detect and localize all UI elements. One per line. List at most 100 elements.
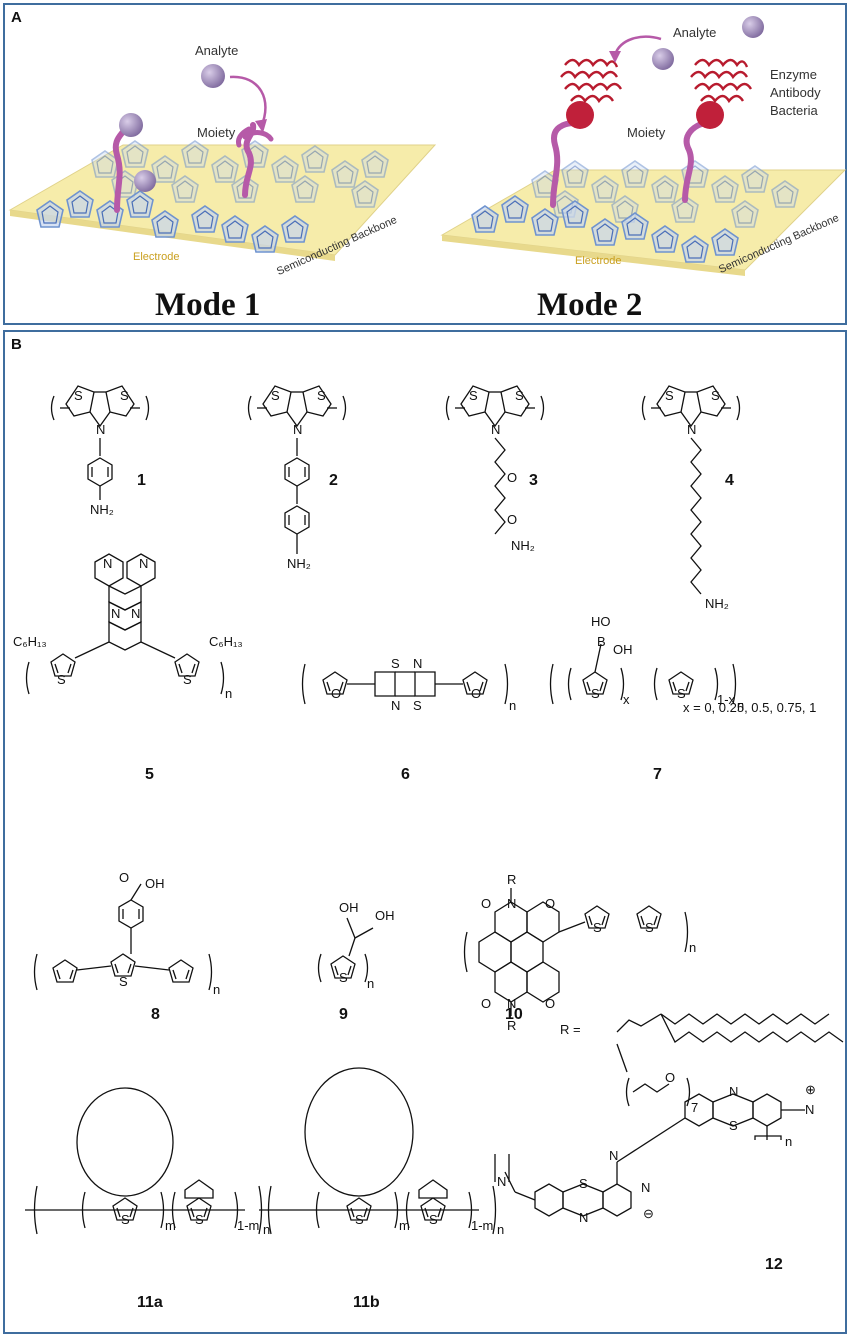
- compound-label-11b: 11b: [353, 1294, 380, 1311]
- svg-text:O: O: [507, 512, 517, 527]
- svg-text:N: N: [805, 1102, 814, 1117]
- compound-label-11a: 11a: [137, 1294, 163, 1311]
- svg-text:n: n: [497, 1222, 504, 1237]
- svg-text:NH₂: NH₂: [705, 596, 729, 611]
- svg-text:HO: HO: [591, 614, 611, 629]
- svg-text:O: O: [331, 686, 341, 701]
- bio-label-enzyme: Enzyme: [770, 67, 817, 82]
- svg-text:⊖: ⊖: [643, 1206, 654, 1221]
- mode1-moiety-label: Moiety: [197, 125, 236, 140]
- panel-a-letter: A: [11, 9, 22, 26]
- svg-text:O: O: [471, 686, 481, 701]
- svg-text:N: N: [507, 896, 516, 911]
- svg-text:N: N: [413, 656, 422, 671]
- svg-text:S: S: [74, 388, 83, 403]
- svg-text:N: N: [139, 556, 148, 571]
- mode2-linker-2: [682, 120, 708, 203]
- svg-text:n: n: [263, 1222, 270, 1237]
- svg-text:O: O: [545, 996, 555, 1011]
- panel-b: B: [3, 330, 847, 1334]
- svg-text:OH: OH: [145, 876, 165, 891]
- sensor-illustrations: [8, 16, 847, 276]
- svg-text:N: N: [111, 606, 120, 621]
- svg-text:1-m: 1-m: [471, 1218, 493, 1233]
- svg-text:O: O: [481, 996, 491, 1011]
- svg-text:N: N: [103, 556, 112, 571]
- svg-text:S: S: [665, 388, 674, 403]
- svg-text:1-m: 1-m: [237, 1218, 259, 1233]
- bio-label-antibody: Antibody: [770, 85, 821, 100]
- mode1-title: Mode 1: [155, 287, 261, 323]
- svg-text:N: N: [293, 422, 302, 437]
- svg-text:O: O: [545, 896, 555, 911]
- mode1-electrode-label: Electrode: [133, 251, 180, 263]
- mode2-linker-1: [550, 120, 578, 208]
- svg-text:R: R: [507, 872, 516, 887]
- mode1-arrow: [229, 75, 267, 128]
- structure-10-r-groups: O7: [616, 1013, 844, 1115]
- mode2-bioreceptor-1: [560, 58, 623, 129]
- mode2-arrow: [613, 35, 662, 56]
- svg-text:OH: OH: [339, 900, 359, 915]
- svg-text:m: m: [165, 1218, 176, 1233]
- svg-text:O: O: [119, 870, 129, 885]
- compound-label-3: 3: [529, 472, 538, 489]
- svg-text:n: n: [737, 698, 744, 713]
- svg-text:NH₂: NH₂: [287, 556, 311, 571]
- mode2-analyte-label: Analyte: [673, 25, 717, 40]
- svg-text:1-x: 1-x: [717, 692, 736, 707]
- compound-label-7: 7: [653, 766, 662, 783]
- svg-text:S: S: [515, 388, 524, 403]
- svg-text:S: S: [677, 686, 686, 701]
- compound-7-note: x = 0, 0.25, 0.5, 0.75, 1: [683, 700, 817, 715]
- svg-text:⊕: ⊕: [805, 1082, 816, 1097]
- svg-text:R: R: [507, 1018, 516, 1033]
- compound-label-6: 6: [401, 766, 410, 783]
- svg-text:S: S: [120, 388, 129, 403]
- compound-label-5: 5: [145, 766, 154, 783]
- svg-text:N: N: [641, 1180, 650, 1195]
- svg-text:C₆H₁₃: C₆H₁₃: [13, 634, 47, 649]
- svg-text:S: S: [57, 672, 66, 687]
- svg-text:N: N: [579, 1210, 588, 1225]
- mode2-moiety-label: Moiety: [627, 125, 666, 140]
- svg-text:N: N: [491, 422, 500, 437]
- mode2-analyte-1: [652, 48, 674, 70]
- r-group-label: R =: [560, 1022, 581, 1037]
- bio-label-bacteria: Bacteria: [770, 103, 818, 118]
- svg-text:C₆H₁₃: C₆H₁₃: [209, 634, 243, 649]
- svg-text:n: n: [785, 1134, 792, 1149]
- mode1-scene: [8, 64, 437, 261]
- svg-text:x: x: [623, 692, 630, 707]
- svg-text:S: S: [121, 1212, 130, 1227]
- compound-label-1: 1: [137, 472, 146, 489]
- structure-12: SN NS N⊖ N N⊕ N n: [494, 1082, 816, 1225]
- svg-text:n: n: [367, 976, 374, 991]
- svg-text:O: O: [481, 896, 491, 911]
- svg-text:S: S: [645, 920, 654, 935]
- svg-text:S: S: [429, 1212, 438, 1227]
- svg-text:OH: OH: [375, 908, 395, 923]
- svg-text:O: O: [665, 1070, 675, 1085]
- mode2-bioreceptor-2: [690, 58, 753, 129]
- compound-label-2: 2: [329, 472, 338, 489]
- svg-text:N: N: [609, 1148, 618, 1163]
- mode1-analyte-label: Analyte: [195, 43, 239, 58]
- svg-text:N: N: [507, 996, 516, 1011]
- svg-text:NH₂: NH₂: [90, 502, 114, 517]
- svg-text:S: S: [183, 672, 192, 687]
- mode2-title: Mode 2: [537, 287, 643, 323]
- svg-text:S: S: [355, 1212, 364, 1227]
- mode2-analyte-2: [742, 16, 764, 38]
- svg-text:N: N: [391, 698, 400, 713]
